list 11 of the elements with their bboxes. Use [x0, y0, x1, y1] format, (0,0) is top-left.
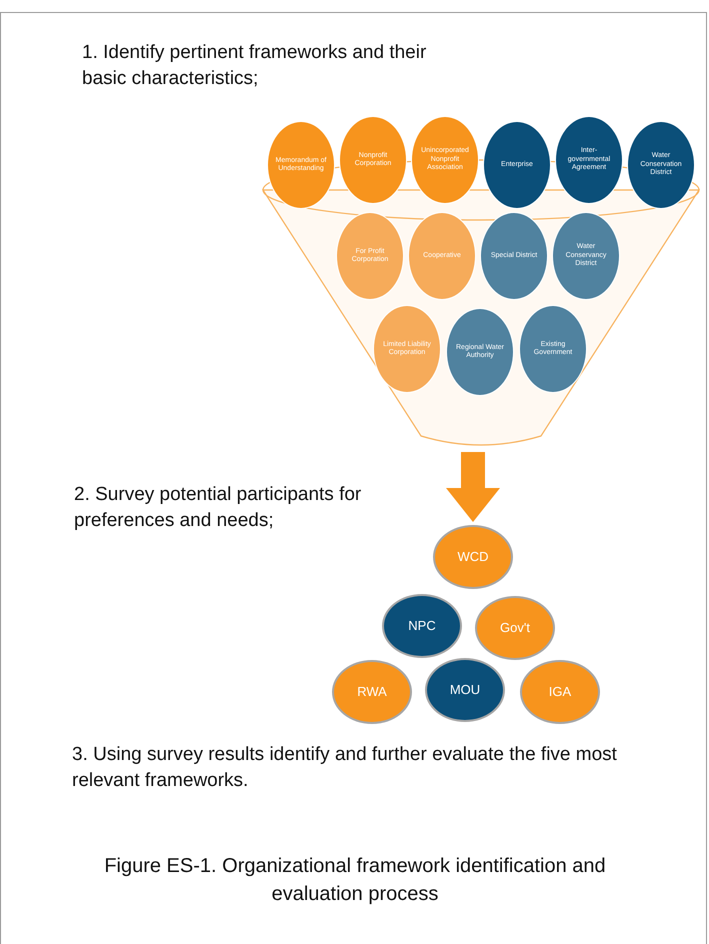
framework-name: MOU	[448, 682, 482, 698]
figure-caption: Figure ES-1. Organizational framework identification and evaluation process	[103, 854, 607, 907]
framework-name: RWA	[356, 684, 388, 700]
step-text: 3. Using survey results identify and further evaluate the five most relevant frameworks.	[72, 743, 618, 793]
step-text: 2. Survey potential participants for preferences and needs;	[74, 483, 362, 533]
arrow	[446, 452, 500, 522]
step-text: 1. Identify pertinent frameworks and their basic characteristics;	[82, 41, 428, 91]
framework-name: WCD	[456, 549, 490, 565]
framework-name: IGA	[548, 684, 572, 700]
framework-name: NPC	[407, 618, 437, 634]
framework-name: Gov't	[499, 620, 531, 636]
